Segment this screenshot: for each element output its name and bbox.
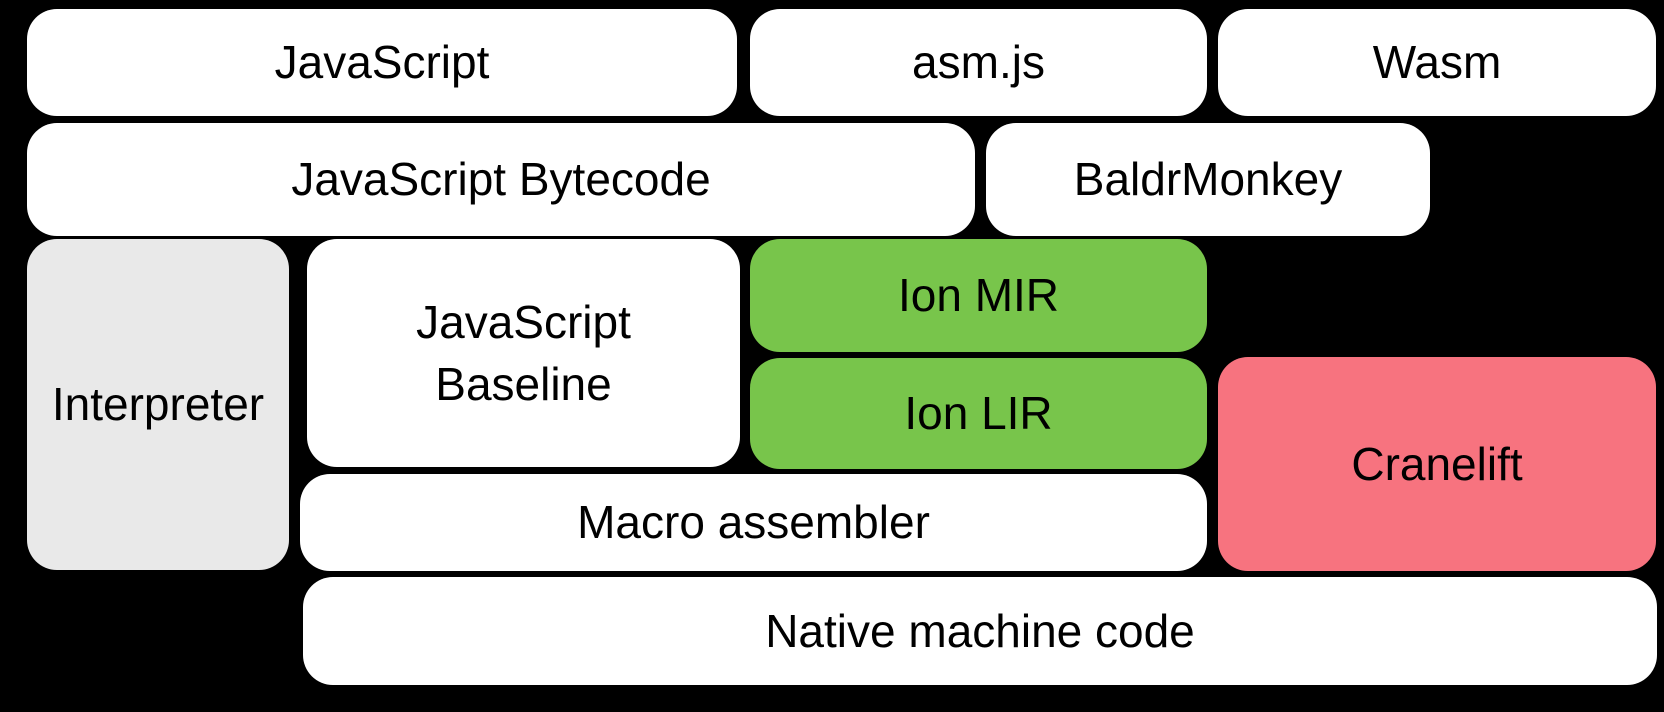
node-javascript-label: JavaScript — [274, 36, 490, 89]
node-javascript-baseline-label-line1: JavaScript — [416, 295, 631, 348]
node-macro-assembler-label: Macro assembler — [577, 496, 930, 549]
node-ion-lir: Ion LIR — [750, 358, 1207, 469]
node-cranelift-label: Cranelift — [1351, 437, 1523, 490]
node-javascript-bytecode: JavaScript Bytecode — [27, 123, 975, 236]
node-interpreter: Interpreter — [27, 239, 289, 570]
node-javascript-baseline-label-line2: Baseline — [435, 358, 612, 410]
node-cranelift: Cranelift — [1218, 357, 1656, 571]
node-interpreter-label: Interpreter — [51, 378, 265, 431]
node-asmjs: asm.js — [750, 9, 1207, 116]
node-javascript-bytecode-label: JavaScript Bytecode — [291, 153, 711, 206]
node-javascript-baseline: JavaScript Baseline — [307, 239, 740, 467]
node-baldrmonkey: BaldrMonkey — [986, 123, 1430, 236]
node-javascript: JavaScript — [27, 9, 737, 116]
node-ion-mir-label: Ion MIR — [897, 269, 1060, 322]
node-wasm: Wasm — [1218, 9, 1656, 116]
node-macro-assembler: Macro assembler — [300, 474, 1207, 571]
node-baldrmonkey-label: BaldrMonkey — [1073, 153, 1343, 206]
node-asmjs-label: asm.js — [912, 36, 1045, 89]
node-wasm-label: Wasm — [1372, 36, 1502, 89]
node-ion-mir: Ion MIR — [750, 239, 1207, 352]
node-ion-lir-label: Ion LIR — [904, 387, 1053, 440]
node-native-machine-code-label: Native machine code — [765, 604, 1195, 657]
node-native-machine-code: Native machine code — [303, 577, 1657, 685]
